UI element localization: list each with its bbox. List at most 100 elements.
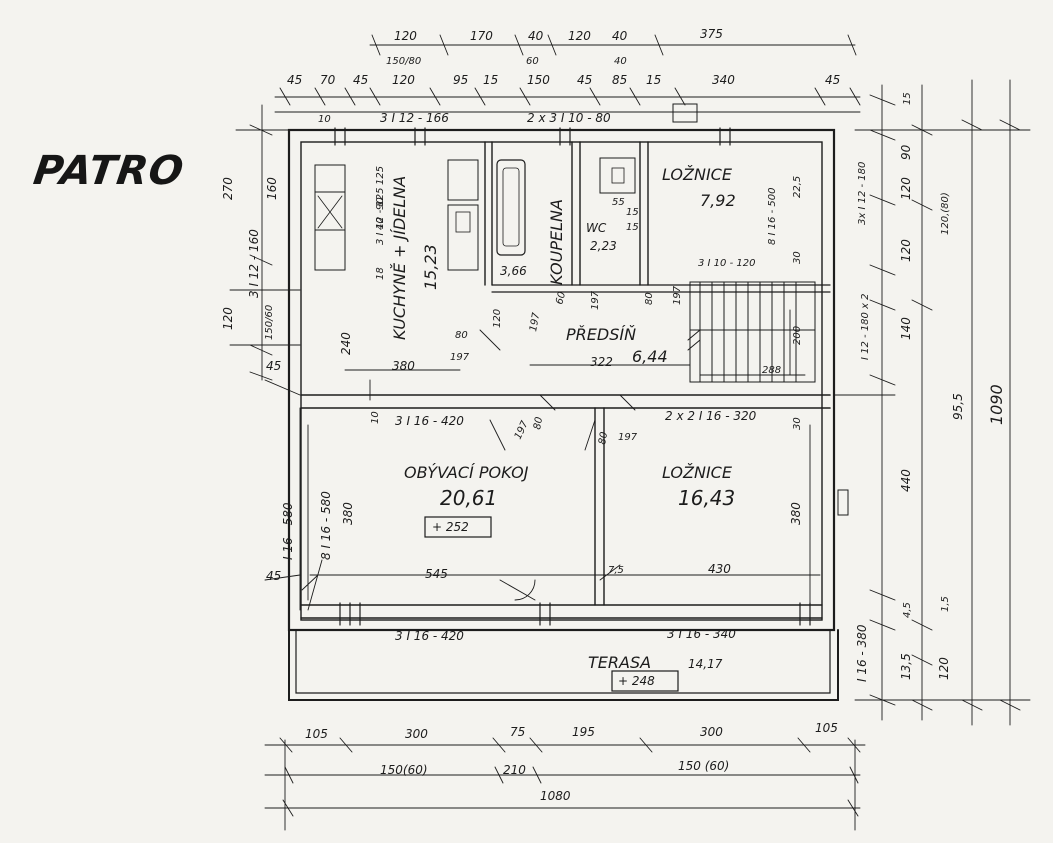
lintel-label: 3 I 12 - 166 [380,111,449,125]
lintel-label: I 16 - 380 [855,624,869,682]
dim-label: 80 [455,330,468,341]
dim-label: 240 [339,332,353,355]
dim-label: 55 [612,197,625,208]
dim-label: 120 [899,177,913,200]
dim-label: 1,5 [940,596,951,612]
outer-wall-inner [300,141,823,621]
bathtub [496,159,526,256]
room-name-hall: PŘEDSÍŇ [566,325,636,344]
dim-label-right-mid: 95,5 [951,393,965,420]
dim-label: 40 [612,29,628,43]
dim-label: 340 [712,73,735,87]
room-name-living: OBÝVACÍ POKOJ [404,463,529,482]
dim-label: 120,(80) [940,192,951,235]
lintel-label: I 16 - 580 [281,502,295,560]
dim-label: 197 [590,290,601,310]
dim-label-total-width: 1080 [540,789,571,803]
dim-label: 120 [899,239,913,262]
dim-label: 10 [318,114,331,125]
dim-label: 40 [528,29,544,43]
dim-label: 120 [394,29,417,43]
room-name-kitchen: KUCHYNĚ + JÍDELNA [390,176,409,340]
dim-label: 15 [646,73,661,87]
dim-label: 80 [532,416,545,430]
dim-label: 45 [825,73,840,87]
dim-label: 40 [614,56,627,67]
dim-label: 45 [266,569,281,583]
dim-label-total-height: 1090 [987,384,1006,425]
dim-label: 380 [392,359,415,373]
dim-label: 197 [672,285,683,305]
dim-label: 15 [626,207,639,218]
dim-label: 45 [577,73,592,87]
dim-label: 150/80 [386,56,421,67]
dim-label: 70 [320,73,336,87]
dim-label: 30 [792,417,803,430]
dim-label: 60 [554,291,568,306]
room-area-hall: 6,44 [632,347,668,366]
dim-label: 120 [221,307,235,330]
lintel-label: 3 I 10 - 120 [698,258,755,269]
dim-label: 125 [375,166,386,185]
dim-label: 197 [513,419,531,442]
staircase [687,281,816,383]
dim-label: 15 [626,222,639,233]
lintel-label: I 12 - 180 x 2 [860,293,871,360]
room-area-kitchen: 15,23 [421,244,440,290]
dim-label: 160 [265,177,279,200]
room-area-bed-large: 16,43 [678,486,735,510]
dim-label: 22,5 [792,176,803,198]
room-area-bed-small: 7,92 [700,191,736,210]
dim-label: 75 [510,725,525,739]
dim-label: 105 [815,721,838,735]
dim-label: 60 [526,56,539,67]
dim-label: 80 [644,292,655,305]
lintel-label: 3 I 16 - 340 [667,627,736,641]
dim-label: 7,5 [608,565,624,576]
lintel-label: 2 x 3 I 10 - 80 [527,111,611,125]
level-box-terrace [611,670,679,692]
dim-label: 380 [789,502,803,525]
room-name-wc: WC [586,221,607,235]
dim-label: 440 [899,469,913,492]
dim-label: 90 [375,197,386,210]
dim-label: 120 [492,309,503,328]
dim-label: 200 [792,326,803,345]
level-box-living [424,516,492,538]
dim-label: 95 [453,73,468,87]
dim-label: 300 [700,725,723,739]
dim-label: 10 [370,411,381,424]
room-name-bed-large: LOŽNICE [662,463,733,482]
dim-label: 120 [937,657,951,680]
dim-label: 170 [470,29,493,43]
lintel-label: 2 x 2 I 16 - 320 [665,409,757,423]
room-area-living: 20,61 [440,486,497,510]
dim-label: 40 [375,217,386,230]
dim-label: 45 [287,73,302,87]
dim-label: 197 [528,311,542,332]
dim-label: 15 [483,73,498,87]
dim-label: 270 [221,177,235,200]
dim-label: 150(60) [380,763,428,777]
dim-label: 80 [597,431,610,445]
room-level-living: + 252 [432,520,469,534]
dim-label: 197 [450,352,470,363]
dim-label: 322 [590,355,613,369]
outer-wall [287,128,836,632]
dim-label: 15 [902,92,913,105]
room-name-terrace: TERASA [588,653,651,672]
dim-label: 545 [425,567,448,581]
dim-label: 140 [899,317,913,340]
room-area-wc: 2,23 [590,239,617,253]
dim-label: 197 [618,432,638,443]
lintel-label: 8 I 16 - 500 [767,188,778,245]
lintel-label: 3x I 12 - 180 [857,162,868,225]
room-level-terrace: + 248 [618,674,655,688]
dim-label: 195 [572,725,595,739]
dim-label: 4,5 [902,602,913,618]
dim-label: 150/60 [264,305,275,340]
dim-label: 13,5 [899,653,913,680]
dim-label: 375 [700,27,723,41]
dim-label: 30 [792,251,803,264]
dim-label: 300 [405,727,428,741]
